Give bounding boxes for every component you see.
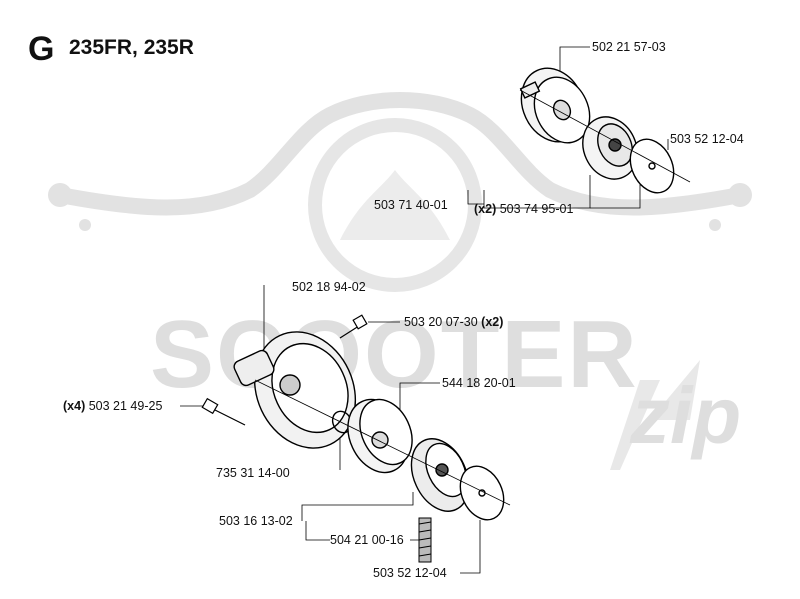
clutch-assembly xyxy=(582,116,638,180)
section-letter: G xyxy=(28,30,55,68)
bolt-top xyxy=(339,314,368,339)
model-title: 235FR, 235R xyxy=(69,36,194,59)
part-label: 503 52 12-04 xyxy=(670,132,744,146)
spring xyxy=(418,517,432,563)
part-label: 735 31 14-00 xyxy=(216,466,290,480)
clutch-drum xyxy=(519,67,591,144)
watermark-ring-icon xyxy=(308,118,482,292)
part-label: 544 18 20-01 xyxy=(442,376,516,390)
part-label: (x4) 503 21 49-25 xyxy=(63,399,163,413)
clutch-shoes xyxy=(410,438,470,512)
part-label: 502 18 94-02 xyxy=(292,280,366,294)
part-label: 503 20 07-30 (x2) xyxy=(404,315,504,329)
part-label: 504 21 00-16 xyxy=(330,533,404,547)
washer-top xyxy=(629,138,675,194)
watermark-suffix: zip xyxy=(630,371,742,460)
part-label: 502 21 57-03 xyxy=(592,40,666,54)
watermark-text: SCOOTER xyxy=(150,301,639,408)
bolt-left xyxy=(201,397,246,426)
part-label: 503 16 13-02 xyxy=(219,514,293,528)
part-label: 503 71 40-01 xyxy=(374,198,448,212)
part-label: (x2) 503 74 95-01 xyxy=(474,202,574,216)
lower-clutch-drum xyxy=(347,398,413,474)
washer-bottom xyxy=(459,465,505,521)
gear-housing xyxy=(233,331,357,449)
part-label: 503 52 12-04 xyxy=(373,566,447,580)
